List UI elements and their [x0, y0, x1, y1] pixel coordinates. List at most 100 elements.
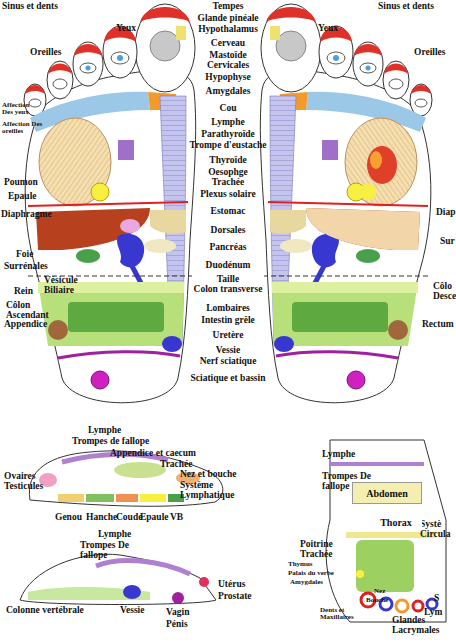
heart-zone [367, 146, 397, 184]
organ-label: Côlon Ascendant [6, 301, 54, 321]
organ-label: Lymphe [98, 530, 131, 540]
organ-label: Oreilles [414, 48, 445, 58]
organ-label: Trompe d'eustache [190, 141, 267, 151]
organ-label: Trachée [160, 460, 193, 470]
knee-zone [58, 494, 84, 502]
heart-zone [370, 151, 382, 169]
organ-label: Affection Des oreilles [2, 121, 44, 136]
right-sole [260, 4, 432, 403]
hip-zone [86, 494, 114, 502]
lymph-band [330, 462, 424, 466]
organ-label: Nerf sciatique [200, 357, 257, 367]
organ-label: Vésicule Biliaire [44, 276, 88, 296]
right-stomach-zone [306, 208, 420, 250]
organ-label: Sinus et dents [2, 2, 58, 12]
organ-label: Amygdales [206, 87, 251, 97]
lymph-band [96, 560, 190, 574]
organ-label: Oesophge [208, 168, 248, 178]
organ-label: Pancréas [210, 243, 247, 253]
thymus-zone [356, 570, 364, 578]
organ-label: Sinus et dents [378, 2, 434, 12]
organ-label: Lymphe [88, 426, 121, 436]
organ-label: Surrénales [4, 262, 48, 272]
uterus-zone [199, 577, 209, 587]
elbow-zone [116, 494, 138, 502]
zone-band: Abdomen [352, 482, 422, 504]
organ-label: Dorsales [211, 226, 246, 236]
organ-label: Glande pinéale [198, 14, 259, 24]
organ-label: Epaule [140, 513, 169, 523]
organ-label: Thymus [288, 561, 313, 568]
organ-label: Trompes de fallope [72, 437, 149, 447]
organ-label: Lombaires [206, 304, 250, 314]
left-sole [24, 4, 196, 403]
organ-label: Yeux [318, 24, 338, 34]
organ-label: Foie [16, 250, 33, 260]
organ-label: Hypothalamus [198, 25, 258, 35]
organ-label: Affection Des yeux [2, 102, 42, 117]
organ-label: Nez [374, 588, 385, 595]
organ-label: Appendice [4, 320, 47, 330]
organ-label: Vagin [166, 608, 189, 618]
organ-label: Trachée [212, 178, 245, 188]
organ-label: Intestin grêle [201, 316, 255, 326]
organ-label: Nez et bouche [180, 470, 236, 480]
toe-zone [396, 600, 408, 612]
organ-label: Parathyroïde [201, 130, 255, 140]
medial-foot-outline [20, 554, 216, 604]
organ-label: Lym [424, 608, 442, 618]
appendix-zone [114, 462, 166, 478]
organ-label: Poumon [4, 178, 38, 188]
organ-label: Cou [220, 104, 237, 114]
organ-label: Prostate [218, 592, 252, 602]
bladder-zone [123, 585, 141, 599]
zone-label: Thorax [380, 517, 412, 528]
organ-label: Poitrine Trachée [300, 540, 345, 560]
organ-label: VB [170, 513, 183, 523]
organ-label: Vessie [120, 606, 144, 616]
organ-label: Appendice et caecum [110, 449, 196, 459]
organ-label: Diap [436, 208, 456, 218]
organ-label: Rectum [422, 320, 454, 330]
organ-label: Diaphragme [1, 210, 52, 220]
genital-zone [172, 592, 184, 604]
organ-label: Trompes De fallope [80, 541, 130, 561]
organ-label: Colon transverse [194, 285, 263, 295]
organ-label: Vessie [216, 346, 240, 356]
organ-label: Oreilles [30, 48, 61, 58]
chest-zone [356, 540, 414, 592]
organ-label: Côlo Desce [433, 282, 456, 302]
organ-label: Coude [116, 513, 142, 523]
organ-label: Genou [55, 513, 82, 523]
organ-label: Colonne vertébrale [6, 606, 84, 616]
organ-label: Sur [440, 237, 455, 247]
organ-label: Utérus [218, 580, 245, 590]
organ-label: Cervicales [207, 61, 249, 71]
organ-label: Plexus solaire [200, 190, 256, 200]
zone-label: Abdomen [366, 488, 408, 499]
organ-label: Lymphe [211, 118, 244, 128]
organ-label: Estomac [211, 207, 246, 217]
organ-label: Cerveau [211, 39, 245, 49]
organ-label: Palais du verbe [288, 570, 334, 577]
toe-zone [413, 601, 423, 611]
organ-label: Systè Circula [420, 520, 450, 540]
solar-plexus [360, 184, 376, 200]
organ-label: Lymphe [322, 450, 355, 460]
organ-label: Duodénum [206, 261, 251, 271]
organ-label: Glandes Lacrymales [392, 616, 448, 636]
organ-label: Uretère [213, 331, 244, 341]
organ-label: Epaule [8, 192, 37, 202]
organ-label: Taille [217, 275, 239, 285]
organ-label: Hypophyse [205, 73, 250, 83]
organ-label: Bouche [366, 597, 388, 604]
organ-label: Amygdales [290, 579, 323, 586]
organ-label: Yeux [116, 24, 136, 34]
zone-band: Thorax [370, 514, 422, 530]
organ-label: Système Lymphatique [180, 481, 236, 501]
organ-label: Tempes [213, 2, 244, 12]
shoulder-zone [140, 494, 166, 502]
organ-label: Ovaires Testicules [4, 472, 48, 492]
organ-label: Thyroïde [209, 156, 246, 166]
